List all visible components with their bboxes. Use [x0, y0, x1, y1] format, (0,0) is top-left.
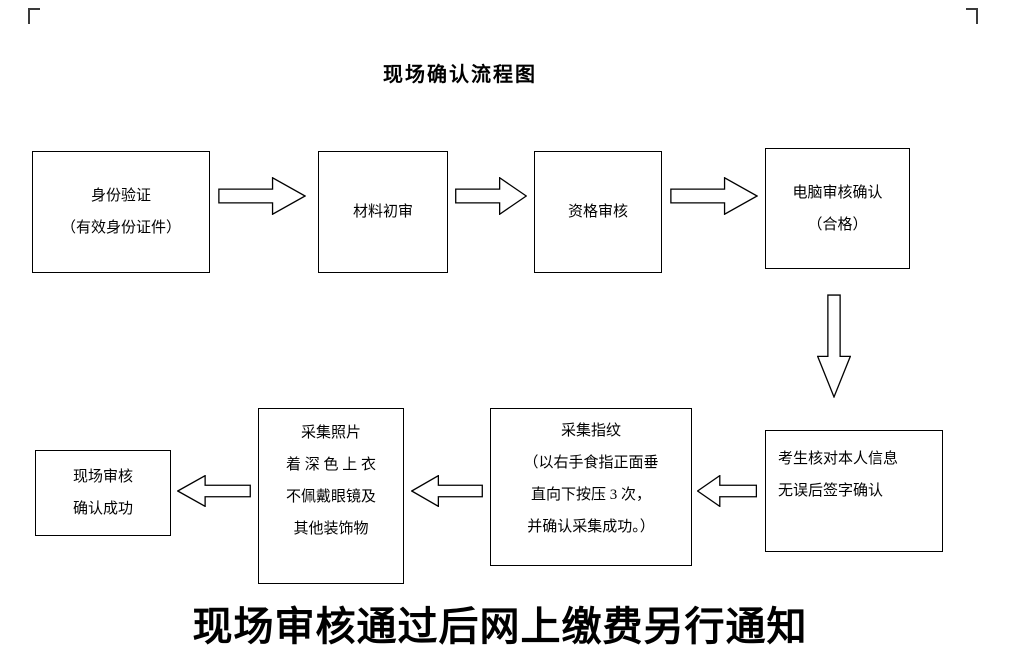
flow-box-line: 不佩戴眼镜及 [285, 489, 376, 505]
flow-box-line: 现场审核 [72, 469, 133, 485]
flow-box-identity-check: 身份验证 （有效身份证件） [32, 151, 210, 273]
flow-box-line: 材料初审 [352, 204, 413, 220]
flow-box-line: 着 深 色 上 衣 [285, 457, 376, 473]
flow-box-line: 采集照片 [300, 425, 361, 441]
flow-box-line: （有效身份证件） [60, 220, 181, 236]
flow-box-line: 无误后签字确认 [778, 483, 884, 499]
footer-note: 现场审核通过后网上缴费另行通知 [192, 605, 808, 649]
flow-box-line: 采集指纹 [560, 423, 621, 439]
flow-box-photo: 采集照片 着 深 色 上 衣 不佩戴眼镜及 其他装饰物 [258, 408, 404, 584]
flow-box-line: 考生核对本人信息 [778, 451, 899, 467]
flow-box-material-review: 材料初审 [318, 151, 448, 273]
arrow-down-icon [817, 294, 851, 398]
page-corner-mark-right [966, 8, 978, 24]
flow-box-fingerprint: 采集指纹 （以右手食指正面垂 直向下按压 3 次， 并确认采集成功。） [490, 408, 692, 566]
flow-box-line: 身份验证 [90, 188, 151, 204]
flow-box-line: 电脑审核确认 [792, 184, 883, 201]
flow-box-line: 资格审核 [567, 204, 628, 220]
flow-box-computer-confirm: 电脑审核确认 （合格） [765, 148, 910, 269]
arrow-left-icon [697, 475, 757, 507]
page-title: 现场确认流程图 [383, 64, 537, 86]
page-corner-mark-left [28, 8, 40, 24]
arrow-right-icon [218, 177, 306, 215]
flow-box-line: （合格） [807, 216, 868, 233]
flow-box-info-signature: 考生核对本人信息 无误后签字确认 [765, 430, 943, 552]
arrow-left-icon [177, 475, 251, 507]
flow-box-line: 直向下按压 3 次， [530, 487, 651, 503]
flow-box-qualification-review: 资格审核 [534, 151, 662, 273]
flow-box-line: 确认成功 [72, 501, 133, 517]
flow-box-line: 其他装饰物 [293, 521, 369, 537]
flow-box-line: （以右手食指正面垂 [523, 455, 659, 471]
arrow-right-icon [670, 177, 758, 215]
arrow-left-icon [411, 475, 483, 507]
arrow-right-icon [455, 177, 527, 215]
flow-box-onsite-success: 现场审核 确认成功 [35, 450, 171, 536]
flow-box-line: 并确认采集成功。） [527, 519, 655, 535]
